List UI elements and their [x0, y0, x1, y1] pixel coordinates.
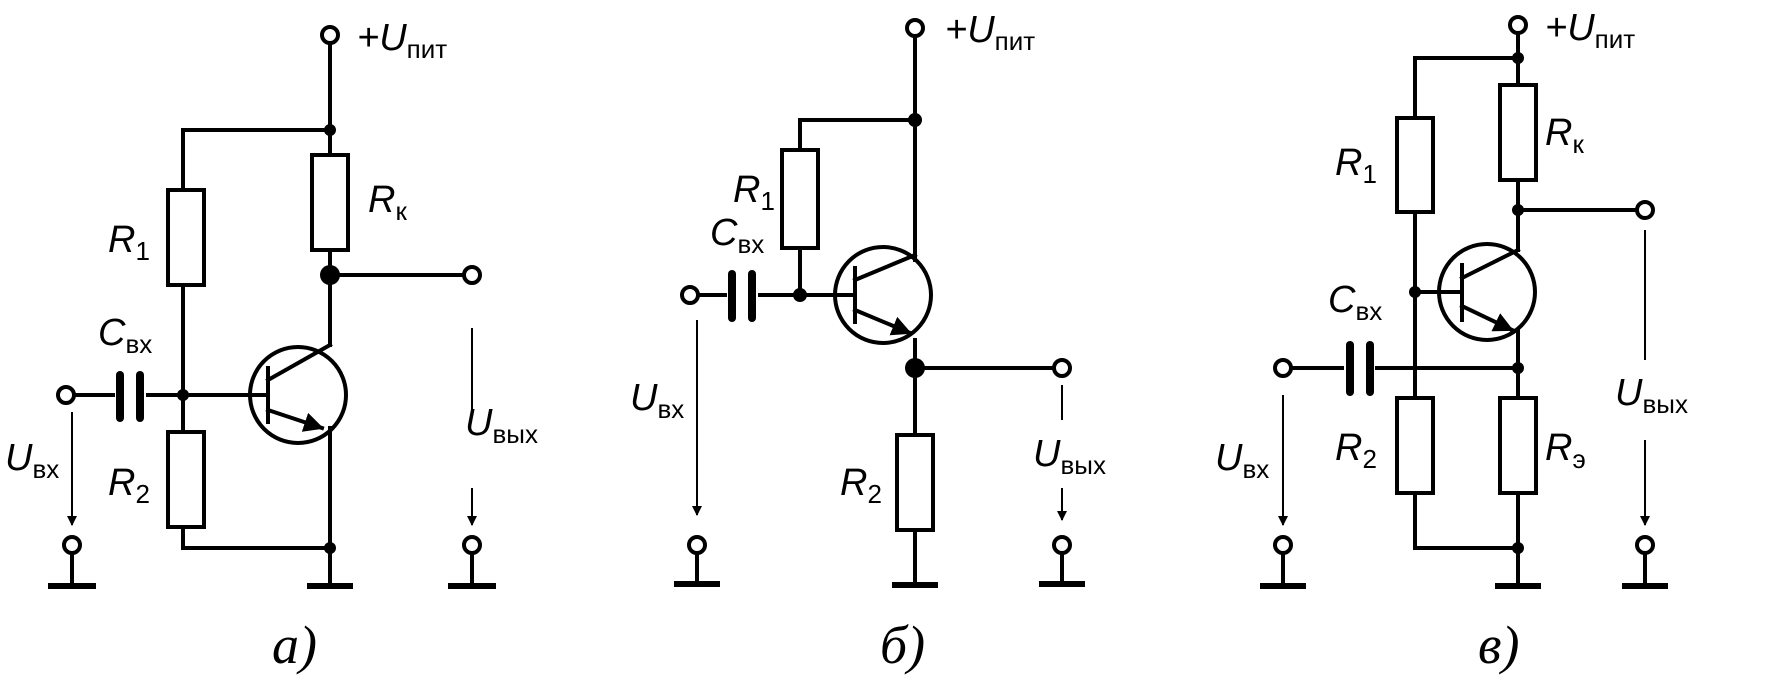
circuit-a-capacitor-cin	[116, 371, 144, 422]
circuit-a-junctions	[177, 124, 340, 554]
circuit-a-label-uin: Uвх	[5, 437, 59, 484]
circuit-b-output-terminal	[1052, 358, 1072, 378]
circuit-a-supply-terminal	[320, 25, 340, 45]
circuit-c-resistor-r2	[1395, 396, 1435, 495]
circuit-b-input-terminal	[680, 285, 700, 305]
circuit-b-resistor-r2	[895, 433, 935, 532]
circuit-c-wires	[1288, 33, 1642, 587]
circuit-c-junctions	[1409, 52, 1524, 554]
circuit-a-label-r2: R2	[108, 462, 150, 509]
circuit-c-supply-terminal	[1508, 15, 1528, 35]
circuit-b-label-uin: Uвх	[630, 377, 684, 424]
circuit-a-ground-symbols	[48, 535, 496, 589]
circuit-c-resistor-re	[1498, 396, 1538, 495]
circuit-a: +Uпит R1 R2 Rк Cвх Uвх Uвых а)	[5, 17, 538, 675]
circuit-a-resistor-rk	[310, 153, 350, 252]
circuit-c-label-rk: Rк	[1545, 112, 1584, 159]
circuit-c-label-r1: R1	[1335, 142, 1377, 189]
circuit-a-label-cin: Cвх	[98, 312, 152, 359]
circuit-b-capacitor-cin	[728, 270, 756, 322]
circuit-c-label-uin: Uвх	[1215, 437, 1269, 484]
circuit-a-label-supply: +Uпит	[357, 17, 447, 64]
circuit-b-transistor	[833, 245, 933, 345]
circuit-c-label-re: Rэ	[1545, 427, 1586, 474]
circuit-c-label-r2: R2	[1335, 427, 1377, 474]
circuit-c-caption: в)	[1478, 615, 1519, 675]
circuit-b-label-supply: +Uпит	[945, 9, 1035, 56]
circuit-a-output-terminal	[462, 265, 482, 285]
circuit-b-supply-terminal	[905, 18, 925, 38]
circuit-c-output-terminal	[1635, 200, 1655, 220]
circuit-b-wires	[688, 33, 1062, 587]
circuit-a-resistor-r2	[166, 430, 206, 529]
circuit-b-resistor-r1	[780, 148, 820, 250]
circuit-a-label-r1: R1	[108, 219, 150, 266]
circuit-b-caption: б)	[880, 615, 925, 675]
circuit-c-ground-symbols	[1260, 535, 1668, 589]
circuit-b-label-r2: R2	[840, 462, 882, 509]
circuit-c-label-uout: Uвых	[1615, 372, 1688, 419]
circuit-a-input-terminal	[56, 385, 76, 405]
circuit-b-label-cin: Cвх	[710, 212, 764, 259]
circuit-c-label-supply: +Uпит	[1545, 7, 1635, 54]
circuit-a-label-uout: Uвых	[465, 402, 538, 449]
circuit-c-resistor-r1	[1395, 116, 1435, 214]
circuit-a-transistor	[248, 342, 348, 445]
circuit-a-label-rk: Rк	[368, 179, 407, 226]
circuit-b-junctions	[793, 113, 925, 378]
circuit-c-input-terminal	[1273, 358, 1293, 378]
circuit-c: +Uпит R1 R2 Rк Rэ Cвх Uвх Uвых в)	[1215, 7, 1688, 675]
circuit-c-label-cin: Cвх	[1328, 279, 1382, 326]
circuit-c-resistor-rk	[1498, 83, 1538, 182]
circuit-b-label-r1: R1	[733, 169, 775, 216]
circuit-a-caption: а)	[272, 615, 317, 675]
circuit-b-ground-symbols	[674, 535, 1085, 588]
circuit-a-resistor-r1	[166, 188, 206, 287]
circuit-c-transistor	[1437, 242, 1537, 342]
circuit-b: +Uпит R1 R2 Cвх Uвх Uвых б)	[630, 9, 1106, 675]
circuit-b-label-uout: Uвых	[1033, 433, 1106, 480]
circuit-c-capacitor-cin	[1346, 341, 1374, 396]
